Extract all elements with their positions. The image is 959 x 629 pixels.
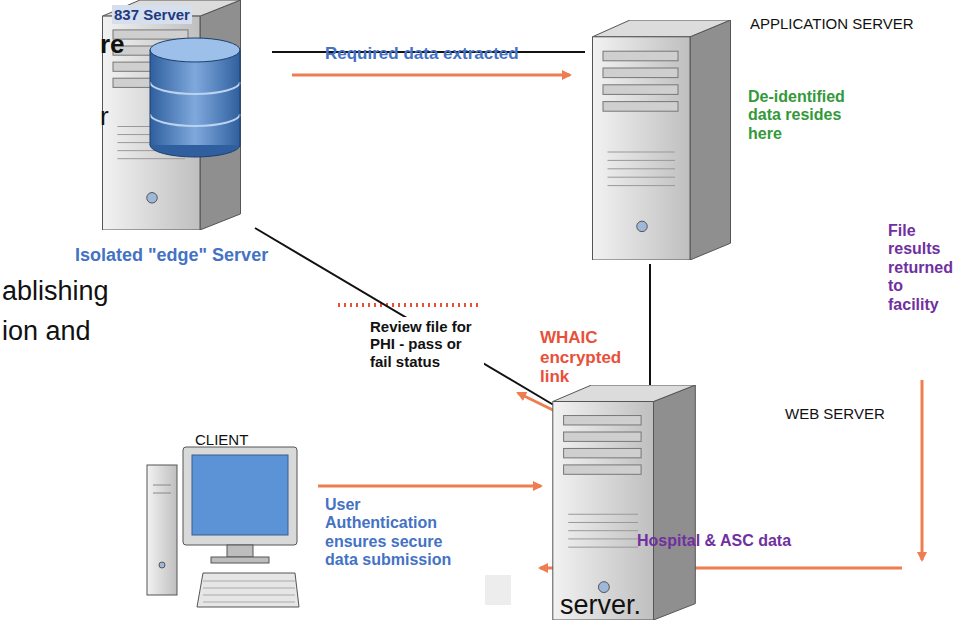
drive-bay xyxy=(603,68,678,78)
dotted-mark xyxy=(338,303,480,307)
monitor xyxy=(183,447,297,545)
server-note: De-identified data resides here xyxy=(748,88,876,143)
connector-line xyxy=(255,228,557,407)
slide-fragment: ablishing xyxy=(2,276,109,307)
drive-bay xyxy=(564,432,642,441)
connector-line xyxy=(318,485,541,488)
vent-line xyxy=(568,514,638,515)
drive-bay xyxy=(564,448,642,457)
slide-fragment: server. xyxy=(560,590,641,621)
edge-label: User Authentication ensures secure data … xyxy=(325,496,475,570)
server-front xyxy=(553,402,654,621)
power-button xyxy=(147,193,158,204)
server-side xyxy=(690,20,731,260)
grey-square xyxy=(485,575,511,605)
server-icon xyxy=(585,20,735,260)
vent-line xyxy=(608,152,676,153)
server-caption: Isolated "edge" Server xyxy=(75,245,268,266)
server-top xyxy=(593,20,731,37)
drive-bay xyxy=(603,51,678,61)
server-front xyxy=(593,37,691,260)
pc-tower xyxy=(147,465,177,595)
flow-arrow xyxy=(292,74,570,77)
server-tower xyxy=(593,20,731,260)
monitor-stand xyxy=(227,545,253,557)
server-node: WEB SERVER xyxy=(545,385,700,620)
client-computer: CLIENT xyxy=(145,445,300,610)
vent-line xyxy=(118,158,186,159)
monitor-screen xyxy=(192,455,288,535)
drive-bay xyxy=(564,465,642,474)
drive-bay xyxy=(603,85,678,95)
edge-label: Review file for PHI - pass or fail statu… xyxy=(368,317,484,371)
vent-line xyxy=(568,530,638,531)
vent-line xyxy=(608,168,676,169)
server-node: APPLICATION SERVERDe-identified data res… xyxy=(585,20,735,260)
keyboard xyxy=(197,573,299,607)
server-name: APPLICATION SERVER xyxy=(750,15,914,32)
server-name: 837 Server xyxy=(112,5,192,24)
server-icon xyxy=(145,445,300,610)
flow-label: File results returned to facility xyxy=(888,222,956,314)
connector-line xyxy=(649,264,651,385)
flow-label: Hospital & ASC data xyxy=(637,532,791,550)
drive-bay xyxy=(603,102,678,112)
drive-bay xyxy=(564,416,642,425)
vent-line xyxy=(568,547,638,548)
vent-line xyxy=(608,177,676,178)
vent-line xyxy=(568,538,638,539)
client-name: CLIENT xyxy=(195,431,248,448)
flow-arrow xyxy=(921,380,924,560)
slide-fragment: ion and xyxy=(2,316,91,347)
server-icon xyxy=(545,385,700,620)
link-label: WHAIC encrypted link xyxy=(540,328,620,387)
database-cylinder xyxy=(150,38,240,157)
power-button xyxy=(637,221,648,232)
vent-line xyxy=(608,160,676,161)
server-side xyxy=(654,385,696,620)
vent-line xyxy=(568,522,638,523)
server-tower xyxy=(553,385,696,620)
server-name: WEB SERVER xyxy=(785,405,885,422)
computer-icon xyxy=(147,447,299,607)
server-top xyxy=(553,385,696,402)
vent-line xyxy=(608,185,676,186)
slide-fragment: r xyxy=(100,102,109,132)
slide-fragment: re xyxy=(100,30,125,60)
flow-label: Required data extracted xyxy=(325,44,519,64)
